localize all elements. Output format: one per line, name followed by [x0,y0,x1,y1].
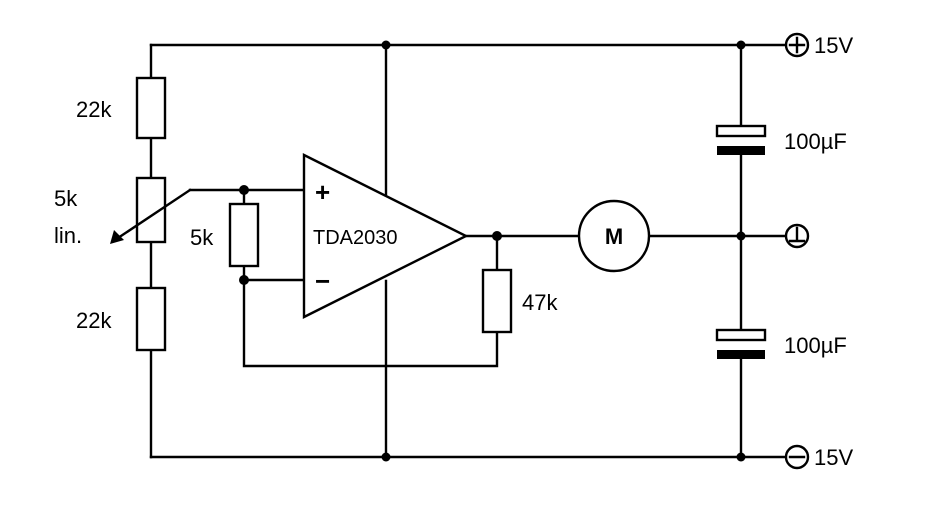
opamp-minus-label: − [315,266,330,296]
opamp-plus-label: + [315,177,330,207]
junction-dot [239,185,249,195]
junction-dot [736,452,746,462]
r-top-label: 22k [76,97,112,122]
r-bottom-label: 22k [76,308,112,333]
ground-icon [784,223,810,249]
pot-type-label: lin. [54,223,82,248]
junction-dot [381,40,391,50]
resistor-r3 [228,202,260,268]
opamp-label: TDA2030 [313,227,398,249]
opamp-triangle [302,153,469,319]
motor-circle [577,199,651,273]
junction-dot [492,231,502,241]
minus-circle-icon [784,444,810,470]
resistor-r4 [481,268,513,334]
r-feedback-label: 47k [522,290,558,315]
c-bottom-label: 100µF [784,333,847,358]
potentiometer-wiper-arrow-icon [110,188,192,244]
resistor-r2 [135,286,167,352]
resistor-r1 [135,76,167,140]
motor-label: M [605,224,623,249]
r-input-label: 5k [190,225,214,250]
plus-circle-icon [784,32,810,58]
supply-pos-label: 15V [814,33,853,58]
supply-neg-label: 15V [814,445,853,470]
junction-dot [736,231,746,241]
pot-value-label: 5k [54,186,78,211]
junction-dot [239,275,249,285]
capacitor-c2 [715,328,767,359]
junction-dots [239,40,746,462]
c-top-label: 100µF [784,129,847,154]
capacitor-c1 [715,124,767,155]
wires [149,43,787,459]
feedback-wire [242,264,499,368]
junction-dot [736,40,746,50]
junction-dot [381,452,391,462]
